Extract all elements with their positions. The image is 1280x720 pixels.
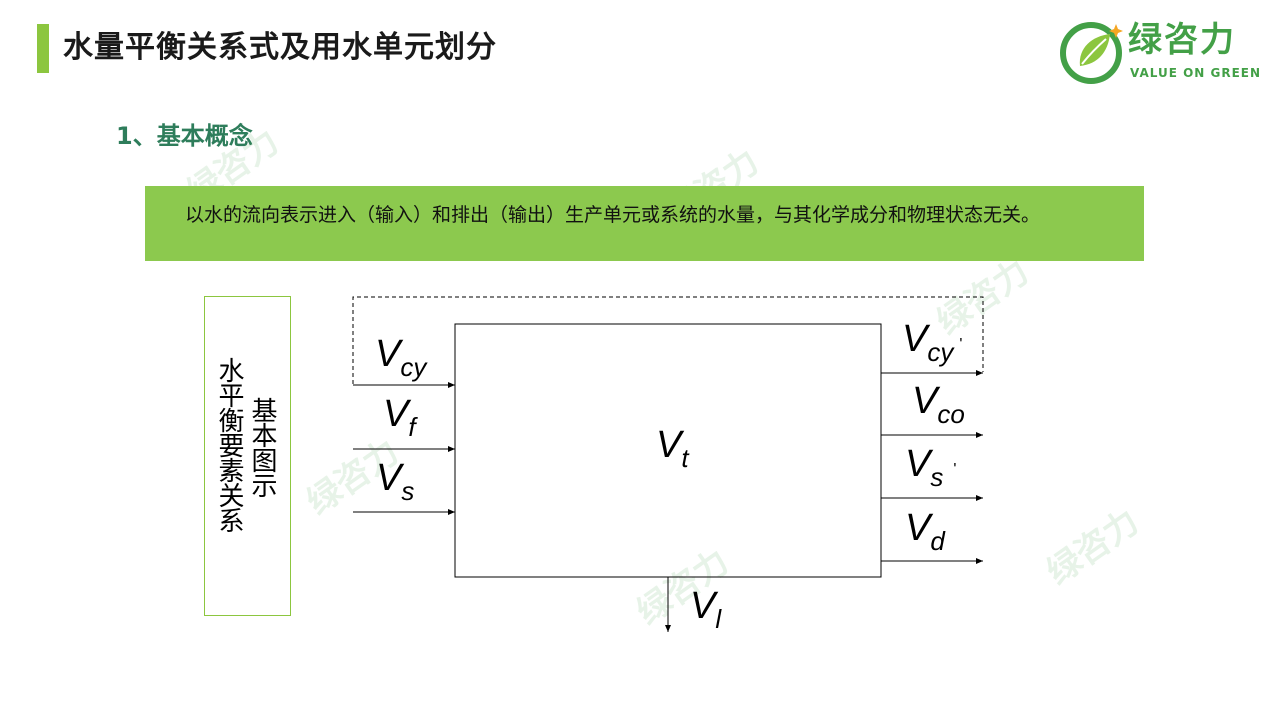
logo-name: 绿咨力 — [1128, 20, 1236, 60]
input-label-s-main: V — [376, 457, 405, 499]
side-label-column-1: 水平衡要素关系 — [214, 357, 244, 532]
center-label-sub: t — [681, 443, 690, 473]
output-label-cy-sub: cy — [927, 337, 955, 367]
output-label-s-sub: s — [930, 462, 943, 492]
loss-label-main: V — [690, 585, 719, 627]
side-label-column-2: 基本图示 — [247, 397, 277, 497]
title-accent-bar — [37, 24, 49, 73]
input-label-cy-main: V — [375, 333, 404, 375]
definition-box: 以水的流向表示进入（输入）和排出（输出）生产单元或系统的水量，与其化学成分和物理… — [145, 186, 1144, 261]
output-label-d: Vd — [905, 507, 946, 556]
output-label-cy-main: V — [902, 318, 931, 360]
logo: 绿咨力 VALUE ON GREEN — [1058, 18, 1268, 84]
loss-label: Vl — [690, 585, 722, 634]
input-label-f: Vf — [383, 393, 418, 442]
input-label-f-main: V — [383, 393, 412, 435]
output-label-d-main: V — [905, 507, 934, 549]
input-label-cy-sub: cy — [400, 352, 428, 382]
output-label-s-prime: ' — [953, 461, 956, 478]
definition-text: 以水的流向表示进入（输入）和排出（输出）生产单元或系统的水量，与其化学成分和物理… — [185, 204, 1041, 226]
logo-subtitle: VALUE ON GREEN — [1130, 66, 1262, 80]
loss-label-sub: l — [715, 604, 722, 634]
input-label-s-sub: s — [401, 476, 414, 506]
center-label-main: V — [656, 424, 685, 466]
input-label-f-sub: f — [408, 412, 418, 442]
output-label-cy: Vcy' — [902, 318, 962, 367]
output-label-cy-prime: ' — [959, 336, 962, 353]
page-title: 水量平衡关系式及用水单元划分 — [63, 30, 497, 65]
center-label: Vt — [656, 424, 690, 473]
recycle-loop-dashed — [352, 296, 984, 384]
output-label-co-main: V — [912, 380, 941, 422]
side-label-box: 水平衡要素关系 基本图示 — [204, 296, 291, 616]
output-label-s: Vs ' — [905, 443, 956, 492]
output-label-d-sub: d — [930, 526, 946, 556]
input-label-cy: Vcy — [375, 333, 428, 382]
output-label-co-sub: co — [937, 399, 964, 429]
input-label-s: Vs — [376, 457, 414, 506]
output-label-s-main: V — [905, 443, 934, 485]
section-heading: 1、基本概念 — [116, 122, 253, 150]
leaf-logo-icon — [1060, 22, 1123, 84]
output-label-co: Vco — [912, 380, 965, 429]
